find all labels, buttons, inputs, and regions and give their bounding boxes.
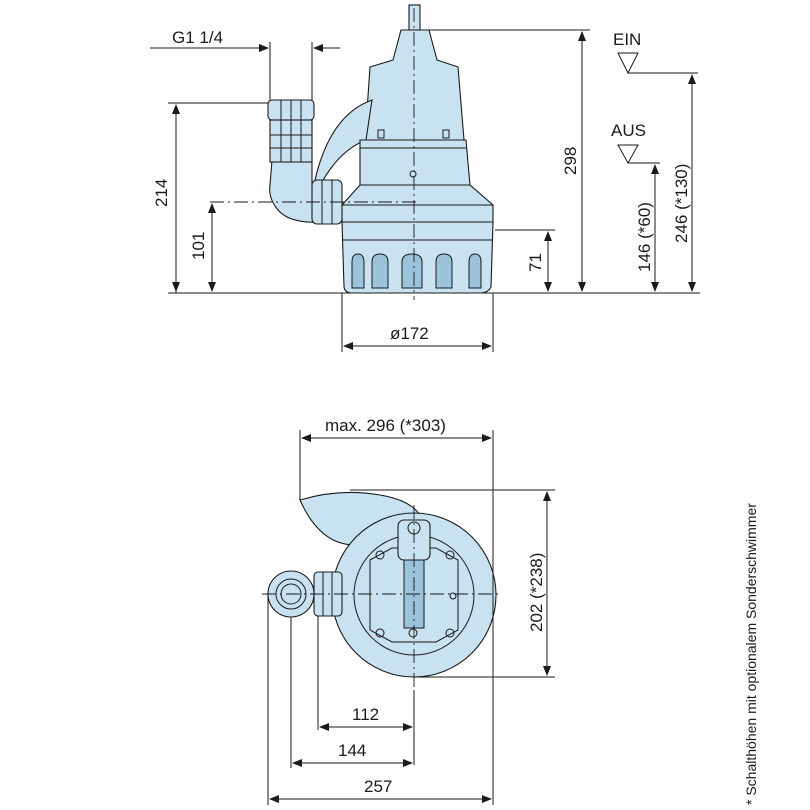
depth-label: 202 (*238) (527, 553, 546, 632)
pump-side-body (267, 4, 494, 294)
cable-stub (408, 4, 421, 31)
footnote: * Schalthöhen mit optionalem Sonderschwi… (743, 503, 759, 805)
off-label: AUS (611, 121, 646, 140)
width-257-label: 257 (364, 777, 392, 796)
float-arm (314, 99, 373, 183)
height-inlet-label: 214 (152, 179, 171, 207)
switch-on-label: 246 (*130) (672, 164, 691, 243)
on-label: EIN (613, 30, 641, 49)
motor-head (364, 29, 465, 141)
on-level-marker (617, 52, 639, 75)
thread-label: G1 1/4 (172, 28, 223, 47)
height-total-label: 298 (561, 147, 580, 175)
height-outlet-label: 101 (189, 232, 208, 260)
diameter-label: ø172 (390, 324, 429, 343)
height-base-label: 71 (526, 253, 545, 272)
offset-144-label: 144 (338, 741, 366, 760)
width-max-label: max. 296 (*303) (325, 416, 446, 435)
switch-off-label: 146 (*60) (635, 202, 654, 272)
off-level-marker (617, 144, 639, 165)
offset-112-label: 112 (352, 705, 379, 724)
main-housing (341, 139, 494, 223)
top-view: max. 296 (*303) 202 (*238) 112 144 257 (262, 416, 555, 805)
side-view: G1 1/4 214 101 298 71 EIN AUS 146 (*60) (150, 4, 700, 352)
